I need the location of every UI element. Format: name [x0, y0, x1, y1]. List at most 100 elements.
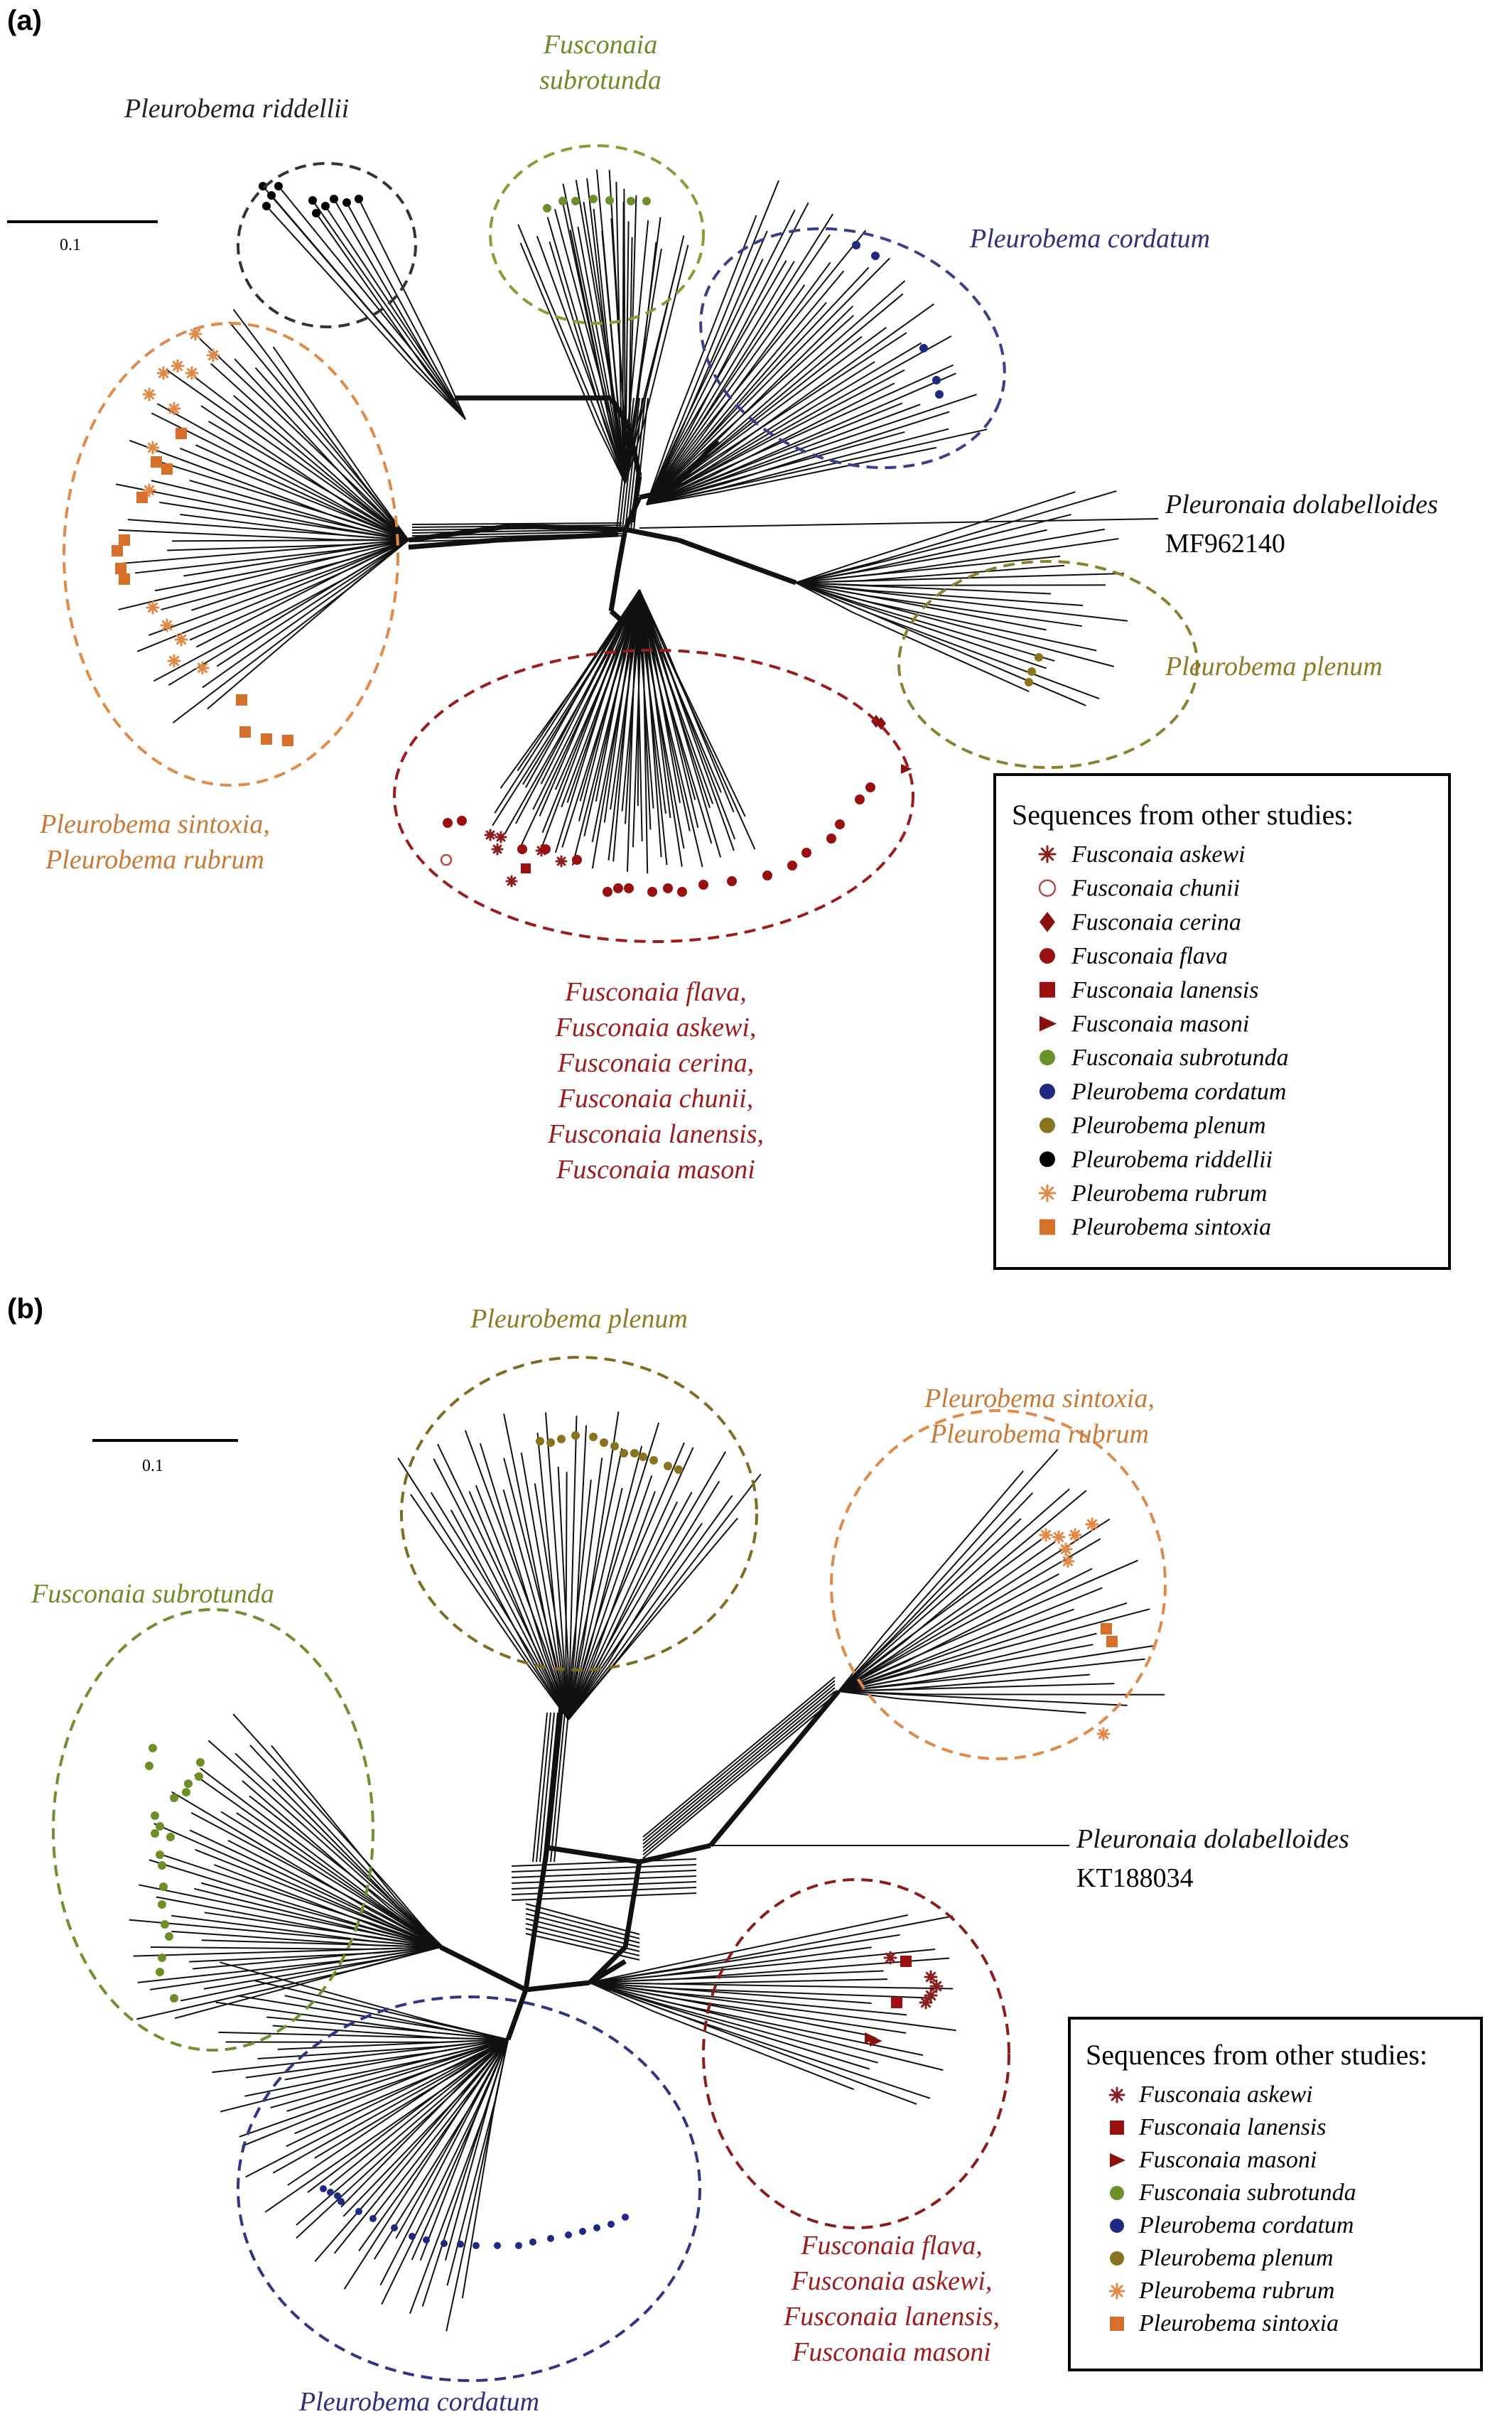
legend-symbol: [1108, 2283, 1125, 2300]
subrotunda-tip: [605, 196, 614, 205]
plenum-branch: [480, 1443, 569, 1720]
subrotunda-tip: [195, 1772, 203, 1781]
cordatum-tip: [369, 2215, 377, 2222]
fusconaia-tip: [457, 816, 467, 826]
cordatum-tip: [622, 2214, 629, 2221]
legend-item: Pleurobema rubrum: [1108, 2278, 1334, 2304]
cordatum-branch: [342, 2039, 509, 2217]
plenum-branch: [520, 1453, 569, 1720]
sintoxia-branch: [838, 1608, 1150, 1692]
reticulation-edge: [525, 1923, 640, 1952]
legend-label: Fusconaia masoni: [1071, 1011, 1249, 1038]
fusconaia-tip: [891, 1997, 902, 2008]
reticulation-edge: [536, 1712, 551, 1863]
fusconaia-branch: [639, 589, 735, 851]
panel-a-letter: (a): [7, 5, 42, 36]
plenum-branch: [795, 582, 1047, 631]
plenum-branch: [565, 1472, 569, 1720]
legend-item: Pleurobema rubrum: [1038, 1180, 1267, 1207]
plenum-branch: [795, 564, 1065, 583]
plenum-branch: [568, 1494, 733, 1720]
subrotunda-branch: [517, 224, 626, 484]
sintoxia-rubrum-tip: [171, 359, 185, 373]
plenum-branch: [568, 1475, 653, 1720]
panel-a-tree-branches: [115, 169, 1128, 874]
fusconaia-tip: [900, 1956, 912, 1967]
panel-a-fusc-line-1: Fusconaia flava,: [564, 977, 746, 1007]
legend-symbol: [1038, 1184, 1057, 1202]
sintoxia-rubrum-tip: [1096, 1727, 1111, 1741]
backbone-edge: [588, 1945, 627, 1985]
legend-symbol: [1040, 1151, 1055, 1168]
legend-label: Fusconaia subrotunda: [1138, 2179, 1356, 2206]
fusconaia-tip: [901, 764, 912, 774]
panel-a-label-sintoxia-1: Pleurobema sintoxia,: [39, 809, 270, 839]
riddellii-branch: [358, 198, 466, 420]
fusconaia-branch: [589, 1982, 944, 2071]
legend-label: Fusconaia subrotunda: [1071, 1045, 1289, 1071]
fusconaia-branch: [589, 1914, 908, 1983]
sintoxia-rubrum-tip: [1039, 1528, 1053, 1542]
plenum-branch: [795, 555, 1061, 583]
fusconaia-branch: [589, 1915, 954, 1983]
panel-a-plenum-ellipse: [897, 560, 1199, 769]
legend-item: Fusconaia masoni: [1040, 1011, 1249, 1038]
panel-a-label-cordatum: Pleurobema cordatum: [969, 224, 1210, 254]
sintoxia-rubrum-tip: [115, 563, 126, 574]
fusconaia-tip: [517, 844, 527, 854]
sintoxia-branch: [838, 1658, 1145, 1692]
subrotunda-branch: [207, 1740, 441, 1948]
cordatum-tip: [338, 2198, 345, 2205]
plenum-branch: [568, 1448, 623, 1720]
sintoxia-branch: [838, 1608, 1074, 1692]
riddellii-tip: [274, 182, 283, 190]
legend-symbol: [1038, 845, 1057, 863]
panel-a-label-plenum: Pleurobema plenum: [1165, 652, 1383, 681]
sintoxia-branch: [118, 529, 409, 541]
cordatum-tip: [472, 2242, 480, 2249]
subrotunda-branch: [171, 1914, 441, 1948]
cordatum-branch: [646, 402, 903, 505]
riddellii-tip: [308, 196, 317, 205]
legend-label: Pleurobema rubrum: [1071, 1180, 1267, 1207]
sintoxia-branch: [210, 362, 409, 541]
sintoxia-branch: [136, 539, 409, 652]
plenum-branch: [795, 572, 1124, 583]
fusconaia-tip: [727, 876, 737, 886]
sintoxia-branch: [838, 1644, 1094, 1692]
legend-label: Fusconaia cerina: [1071, 909, 1241, 935]
legend-label: Fusconaia askewi: [1138, 2081, 1313, 2108]
reticulation-edge: [511, 1892, 697, 1901]
panel-a-fusc-line-2: Fusconaia askewi,: [555, 1013, 757, 1042]
panel-b-tip-markers: [145, 1431, 1118, 2249]
sintoxia-rubrum-tip: [112, 545, 123, 556]
cordatum-branch: [646, 202, 809, 505]
plenum-tip: [536, 1437, 544, 1445]
plenum-tip: [557, 1435, 566, 1443]
plenum-branch: [568, 1522, 703, 1720]
panel-b-plenum-ellipse: [400, 1356, 758, 1671]
cordatum-tip: [529, 2238, 536, 2246]
cordatum-branch: [284, 1995, 509, 2040]
plenum-branch: [795, 582, 1047, 669]
sintoxia-rubrum-tip: [1085, 1517, 1099, 1531]
subrotunda-tip: [166, 1833, 175, 1841]
plenum-branch: [568, 1416, 578, 1720]
legend-label: Fusconaia flava: [1071, 943, 1228, 969]
reticulation-edge: [411, 529, 622, 534]
reticulation-edge: [511, 1881, 697, 1890]
cordatum-branch: [646, 209, 796, 505]
subrotunda-branch: [213, 1864, 441, 1948]
subrotunda-branch: [150, 1946, 441, 1951]
sintoxia-branch: [838, 1587, 1103, 1692]
fusconaia-branch: [589, 1934, 900, 1983]
reticulation-edge: [525, 1933, 640, 1961]
panel-a-fusc-line-4: Fusconaia chunii,: [558, 1084, 753, 1114]
panel-a-label-subrotunda-2: subrotunda: [539, 65, 662, 95]
subrotunda-branch: [554, 208, 626, 484]
subrotunda-tip: [165, 1932, 173, 1941]
fusconaia-tip: [698, 880, 708, 890]
cordatum-branch: [646, 270, 845, 505]
riddellii-branch: [312, 200, 466, 420]
